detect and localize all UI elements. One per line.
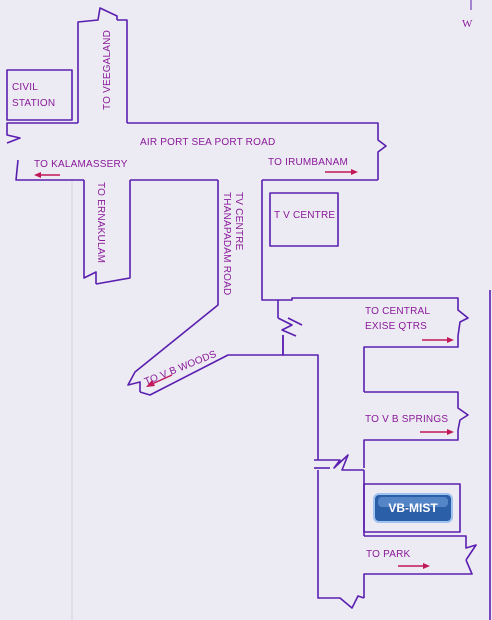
vb-woods-arrow-line xyxy=(151,374,173,385)
thanapadam-road-right-edge xyxy=(261,180,279,318)
thanapadam-road-bottom-edge xyxy=(139,335,284,396)
irumbanam-arrow-head xyxy=(351,169,358,175)
civil-station-box xyxy=(6,69,73,121)
to-central-label-2: EXISE QTRS xyxy=(365,321,427,332)
to-veegaland-label: TO VEEGALAND xyxy=(102,30,113,110)
central-exise-road-bottom xyxy=(363,336,459,392)
to-vb-woods-label: TO V B WOODS xyxy=(143,349,218,388)
ernakulam-road-right-edge xyxy=(95,180,131,285)
road-break-mark-3 xyxy=(314,454,364,471)
to-ernakulam-label: TO ERNAKULAM xyxy=(95,182,106,263)
veegaland-road-left-edge xyxy=(77,7,118,123)
airport-road-bottom-edge-west xyxy=(15,159,84,181)
to-central-label-1: TO CENTRAL xyxy=(365,306,430,317)
airport-road-top-edge xyxy=(6,122,78,144)
park-road-bottom xyxy=(363,559,473,598)
to-irumbanam-label: TO IRUMBANAM xyxy=(268,157,348,168)
central-exise-road-top xyxy=(278,297,469,337)
compass-west-label: W xyxy=(462,18,473,30)
tv-centre-road-label-2: THANAPADAM ROAD xyxy=(221,192,232,295)
tv-centre-box-label: T V CENTRE xyxy=(274,210,335,221)
east-road-lower-left-edge xyxy=(317,470,365,609)
project-logo-shine xyxy=(378,497,448,507)
project-site-box xyxy=(363,483,461,533)
vb-woods-arrow-head xyxy=(146,380,155,387)
to-vb-springs-label: TO V B SPRINGS xyxy=(365,414,448,425)
airport-seaport-road-label: AIR PORT SEA PORT ROAD xyxy=(140,137,275,148)
to-kalamassery-label: TO KALAMASSERY xyxy=(34,159,128,170)
airport-road-top-edge-east xyxy=(127,122,387,180)
vb-springs-road-bottom xyxy=(363,430,459,468)
tv-centre-box xyxy=(269,192,339,247)
ernakulam-road-left-edge xyxy=(83,180,97,284)
central-arrow-head xyxy=(447,337,454,343)
project-logo-text: VB-MIST xyxy=(388,501,438,515)
kalamassery-arrow-head xyxy=(34,172,41,178)
to-park-label: TO PARK xyxy=(366,549,411,560)
road-break-mark-2 xyxy=(287,317,303,326)
vb-springs-arrow-head xyxy=(447,429,454,435)
thanapadam-road-left-edge xyxy=(127,180,219,392)
vb-springs-road-top xyxy=(364,391,469,431)
civil-station-label-1: CIVIL xyxy=(12,82,38,93)
park-road-top xyxy=(364,535,477,561)
park-arrow-head xyxy=(423,563,430,569)
road-break-mark-1 xyxy=(277,317,297,337)
tv-centre-road-label-1: TV CENTRE xyxy=(233,192,244,251)
veegaland-road-right-edge xyxy=(117,19,128,123)
east-road-left-edge xyxy=(282,335,319,460)
civil-station-label-2: STATION xyxy=(12,98,55,109)
